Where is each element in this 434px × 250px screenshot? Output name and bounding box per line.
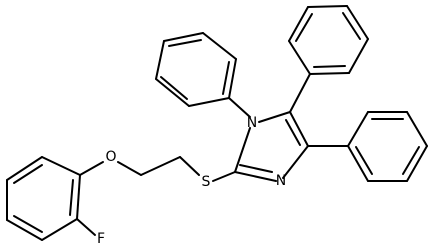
ring-double-inner bbox=[13, 215, 43, 233]
bond-c5-n1 bbox=[258, 111, 291, 123]
ring-bond bbox=[6, 219, 43, 241]
ring-double-inner bbox=[402, 146, 420, 175]
bond-c2-n3 bbox=[234, 171, 277, 182]
imidazole-ring bbox=[234, 111, 309, 182]
atom-labels: O S F N N bbox=[97, 115, 286, 247]
ring-double-inner bbox=[160, 76, 188, 100]
fluorine-atom-label: F bbox=[97, 231, 105, 247]
bond-n3-c4 bbox=[282, 145, 309, 179]
ring-double-inner bbox=[295, 13, 313, 42]
bond-c5-phenyl bbox=[289, 73, 311, 113]
bond-n1-phenyl bbox=[228, 97, 251, 118]
bond-c2-n3-inner bbox=[239, 164, 273, 173]
nitrogen-n1-label: N bbox=[247, 115, 257, 131]
fluorophenyl-ring bbox=[6, 156, 96, 241]
ring-bond bbox=[307, 5, 348, 8]
ring-bond bbox=[288, 40, 311, 75]
ring-double-inner bbox=[69, 179, 74, 216]
ring-bond bbox=[188, 97, 230, 107]
ring-double-inner bbox=[355, 146, 373, 175]
ring-bond bbox=[406, 111, 428, 147]
ring-double-inner bbox=[313, 65, 346, 68]
ring-bond bbox=[347, 111, 369, 147]
ring-double-inner bbox=[342, 12, 361, 40]
ring-bond bbox=[346, 5, 369, 40]
bond-aryl-f bbox=[76, 218, 96, 236]
ring-bond bbox=[228, 58, 237, 99]
ring-bond bbox=[406, 145, 428, 182]
ring-bond bbox=[41, 218, 78, 241]
bond-ch2-o bbox=[117, 161, 142, 176]
n-phenyl-ring bbox=[155, 32, 251, 118]
bond-ch2-ch2 bbox=[140, 156, 181, 176]
bond-o-aryl bbox=[79, 161, 104, 176]
oxygen-atom-label: O bbox=[105, 149, 116, 165]
ring-double-inner bbox=[168, 39, 202, 47]
bond-n1-c2 bbox=[234, 127, 251, 173]
sulfur-atom-label: S bbox=[202, 174, 211, 190]
c5-phenyl-ring bbox=[288, 5, 369, 113]
ring-bond bbox=[288, 6, 309, 42]
ring-bond bbox=[347, 145, 369, 182]
ring-bond bbox=[163, 32, 204, 42]
bond-c2-s bbox=[212, 171, 236, 182]
ring-bond bbox=[155, 40, 165, 80]
bond-c4-c5 bbox=[289, 111, 309, 147]
c4-phenyl-ring bbox=[307, 111, 428, 182]
ring-bond bbox=[155, 78, 190, 107]
ring-bond bbox=[41, 156, 81, 176]
nitrogen-n3-label: N bbox=[276, 173, 286, 189]
ring-bond bbox=[309, 72, 350, 75]
thioether-chain bbox=[79, 156, 236, 182]
ring-bond bbox=[348, 38, 369, 74]
ring-bond bbox=[6, 156, 43, 181]
ring-double-inner bbox=[13, 164, 43, 184]
bond-s-ch2 bbox=[179, 156, 200, 176]
bond-c4-c5-inner bbox=[285, 119, 301, 146]
ring-bond bbox=[202, 32, 237, 60]
ring-double-inner bbox=[222, 61, 230, 95]
ring-bond bbox=[76, 174, 81, 220]
